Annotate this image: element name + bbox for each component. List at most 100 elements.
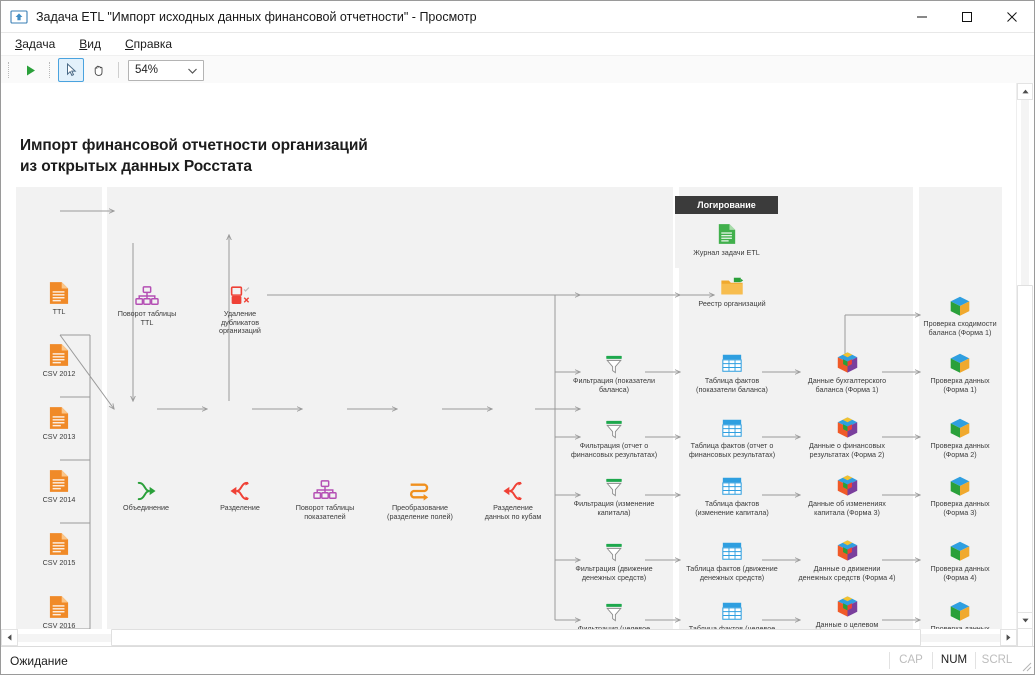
node-split[interactable]: Разделение xyxy=(192,475,288,513)
node-merge[interactable]: Объединение xyxy=(98,475,194,513)
node-label: Преобразование (разделение полей) xyxy=(387,503,453,521)
node-label: Фильтрация (отчет о финансовых результат… xyxy=(570,441,658,459)
node-etl-log[interactable]: Журнал задачи ETL xyxy=(675,214,778,257)
node-label: Объединение xyxy=(123,503,169,512)
node-fact-targeted-capital[interactable]: Таблица фактов (целевое использования ка… xyxy=(676,596,788,631)
node-label: Реестр организаций xyxy=(698,299,766,308)
node-filter-financial-results[interactable]: Фильтрация (отчет о финансовых результат… xyxy=(564,413,664,459)
node-label: Данные о финансовых результатах (Форма 2… xyxy=(808,441,886,459)
node-label: Поворот таблицы показателей xyxy=(295,503,355,521)
node-label: Таблица фактов (целевое использования ка… xyxy=(688,624,776,631)
toolbar-grip[interactable] xyxy=(6,61,13,79)
node-source-ttl[interactable]: TTL xyxy=(11,279,107,317)
node-source-csv2015[interactable]: CSV 2015 xyxy=(11,530,107,568)
node-label: Таблица фактов (движение денежных средст… xyxy=(686,564,778,582)
zoom-combobox[interactable]: 54% xyxy=(128,59,204,81)
menu-item-help[interactable]: Справка xyxy=(125,37,173,51)
node-check-form1[interactable]: Проверка данных (Форма 1) xyxy=(912,348,1002,394)
node-check-form6[interactable]: Проверка данных (Форма 6) xyxy=(912,596,1002,631)
horizontal-scrollbar[interactable] xyxy=(1,629,1017,646)
node-transform-fields[interactable]: Преобразование (разделение полей) xyxy=(372,475,468,521)
node-source-csv2016[interactable]: CSV 2016 xyxy=(11,593,107,631)
logging-panel: Логирование Журнал задачи ETL xyxy=(675,196,778,268)
node-source-csv2013[interactable]: CSV 2013 xyxy=(11,404,107,442)
node-cube-form6[interactable]: Данные о целевом использовании средств (… xyxy=(795,592,899,631)
vertical-scrollbar[interactable] xyxy=(1016,83,1033,655)
cube-check-icon xyxy=(912,348,1002,374)
zoom-value: 54% xyxy=(135,64,159,76)
resize-grip-icon[interactable] xyxy=(1018,647,1034,674)
split-icon xyxy=(465,475,561,501)
etl-app-icon xyxy=(10,8,28,26)
diagram-canvas[interactable]: Импорт финансовой отчетности организаций… xyxy=(2,83,1002,631)
vertical-scroll-thumb[interactable] xyxy=(1017,285,1033,655)
diagram-canvas-area[interactable]: Импорт финансовой отчетности организаций… xyxy=(1,83,1034,631)
cube-multicolor-icon xyxy=(797,471,897,497)
node-label: Фильтрация (показатели баланса) xyxy=(573,376,655,394)
toolbar-grip-2[interactable] xyxy=(47,61,54,79)
node-cube-form4[interactable]: Данные о движении денежных средств (Форм… xyxy=(793,536,901,582)
status-badge-scrl: SCRL xyxy=(975,652,1018,669)
node-label: Поворот таблицы TTL xyxy=(117,309,177,327)
maximize-icon[interactable] xyxy=(944,1,989,32)
transform-icon xyxy=(372,475,468,501)
node-cube-form1[interactable]: Данные бухгалтерского баланса (Форма 1) xyxy=(797,348,897,394)
cube-multicolor-icon xyxy=(795,592,899,618)
orange-file-icon xyxy=(11,341,107,367)
node-label: TTL xyxy=(52,307,66,316)
node-filter-balance[interactable]: Фильтрация (показатели баланса) xyxy=(564,348,664,394)
node-cube-form3[interactable]: Данные об изменениях капитала (Форма 3) xyxy=(797,471,897,517)
node-label: Проверка данных (Форма 2) xyxy=(930,441,990,459)
node-pivot-indicators[interactable]: Поворот таблицы показателей xyxy=(277,475,373,521)
node-fact-cash-flow[interactable]: Таблица фактов (движение денежных средст… xyxy=(676,536,788,582)
node-fact-balance[interactable]: Таблица фактов (показатели баланса) xyxy=(680,348,784,394)
pointer-icon[interactable] xyxy=(58,58,84,82)
diagram-title-line1: Импорт финансовой отчетности организаций xyxy=(20,137,368,154)
horizontal-scroll-thumb[interactable] xyxy=(111,629,921,646)
node-pivot-ttl[interactable]: Поворот таблицы TTL xyxy=(99,281,195,327)
run-icon[interactable] xyxy=(17,58,43,82)
node-fact-capital-change[interactable]: Таблица фактов (изменение капитала) xyxy=(680,471,784,517)
chevron-down-icon[interactable] xyxy=(188,61,203,79)
menu-item-task[interactable]: Задача xyxy=(15,37,56,51)
node-cube-form2[interactable]: Данные о финансовых результатах (Форма 2… xyxy=(797,413,897,459)
node-filter-targeted-capital[interactable]: Фильтрация (целевое использования капита… xyxy=(564,596,664,631)
minimize-icon[interactable] xyxy=(899,1,944,32)
node-filter-capital-change[interactable]: Фильтрация (изменение капитала) xyxy=(564,471,664,517)
cube-check-icon xyxy=(912,536,1002,562)
orange-file-icon xyxy=(11,467,107,493)
scroll-down-button[interactable] xyxy=(1017,612,1033,629)
node-org-registry[interactable]: Реестр организаций xyxy=(684,271,780,309)
node-label: Разделение данных по кубам xyxy=(484,503,542,521)
window-controls xyxy=(899,1,1034,32)
status-indicators: CAP NUM SCRL xyxy=(889,647,1034,674)
table-icon xyxy=(676,536,788,562)
hand-icon[interactable] xyxy=(86,58,112,82)
node-check-form3[interactable]: Проверка данных (Форма 3) xyxy=(912,471,1002,517)
node-check-form2[interactable]: Проверка данных (Форма 2) xyxy=(912,413,1002,459)
node-filter-cash-flow[interactable]: Фильтрация (движение денежных средств) xyxy=(564,536,664,582)
node-label: Таблица фактов (отчет о финансовых резул… xyxy=(688,441,776,459)
node-check-form4[interactable]: Проверка данных (Форма 4) xyxy=(912,536,1002,582)
filter-icon xyxy=(564,536,664,562)
scroll-left-button[interactable] xyxy=(1,629,18,646)
status-badge-num: NUM xyxy=(932,652,975,669)
node-source-csv2012[interactable]: CSV 2012 xyxy=(11,341,107,379)
node-label: Данные бухгалтерского баланса (Форма 1) xyxy=(807,376,887,394)
orange-file-icon xyxy=(11,530,107,556)
node-split-cubes[interactable]: Разделение данных по кубам xyxy=(465,475,561,521)
node-label: Проверка данных (Форма 3) xyxy=(930,499,990,517)
cube-multicolor-icon xyxy=(797,348,897,374)
scroll-up-button[interactable] xyxy=(1017,83,1033,100)
close-icon[interactable] xyxy=(989,1,1034,32)
merge-icon xyxy=(98,475,194,501)
scroll-right-button[interactable] xyxy=(1000,629,1017,646)
node-fact-financial-results[interactable]: Таблица фактов (отчет о финансовых резул… xyxy=(680,413,784,459)
orange-file-icon xyxy=(11,593,107,619)
node-dedupe-orgs[interactable]: Удаление дубликатов организаций xyxy=(192,281,288,336)
filter-icon xyxy=(564,348,664,374)
node-source-csv2014[interactable]: CSV 2014 xyxy=(11,467,107,505)
menu-item-view[interactable]: Вид xyxy=(79,37,101,51)
node-check-balance-convergence[interactable]: Проверка сходимости баланса (Форма 1) xyxy=(912,291,1002,337)
